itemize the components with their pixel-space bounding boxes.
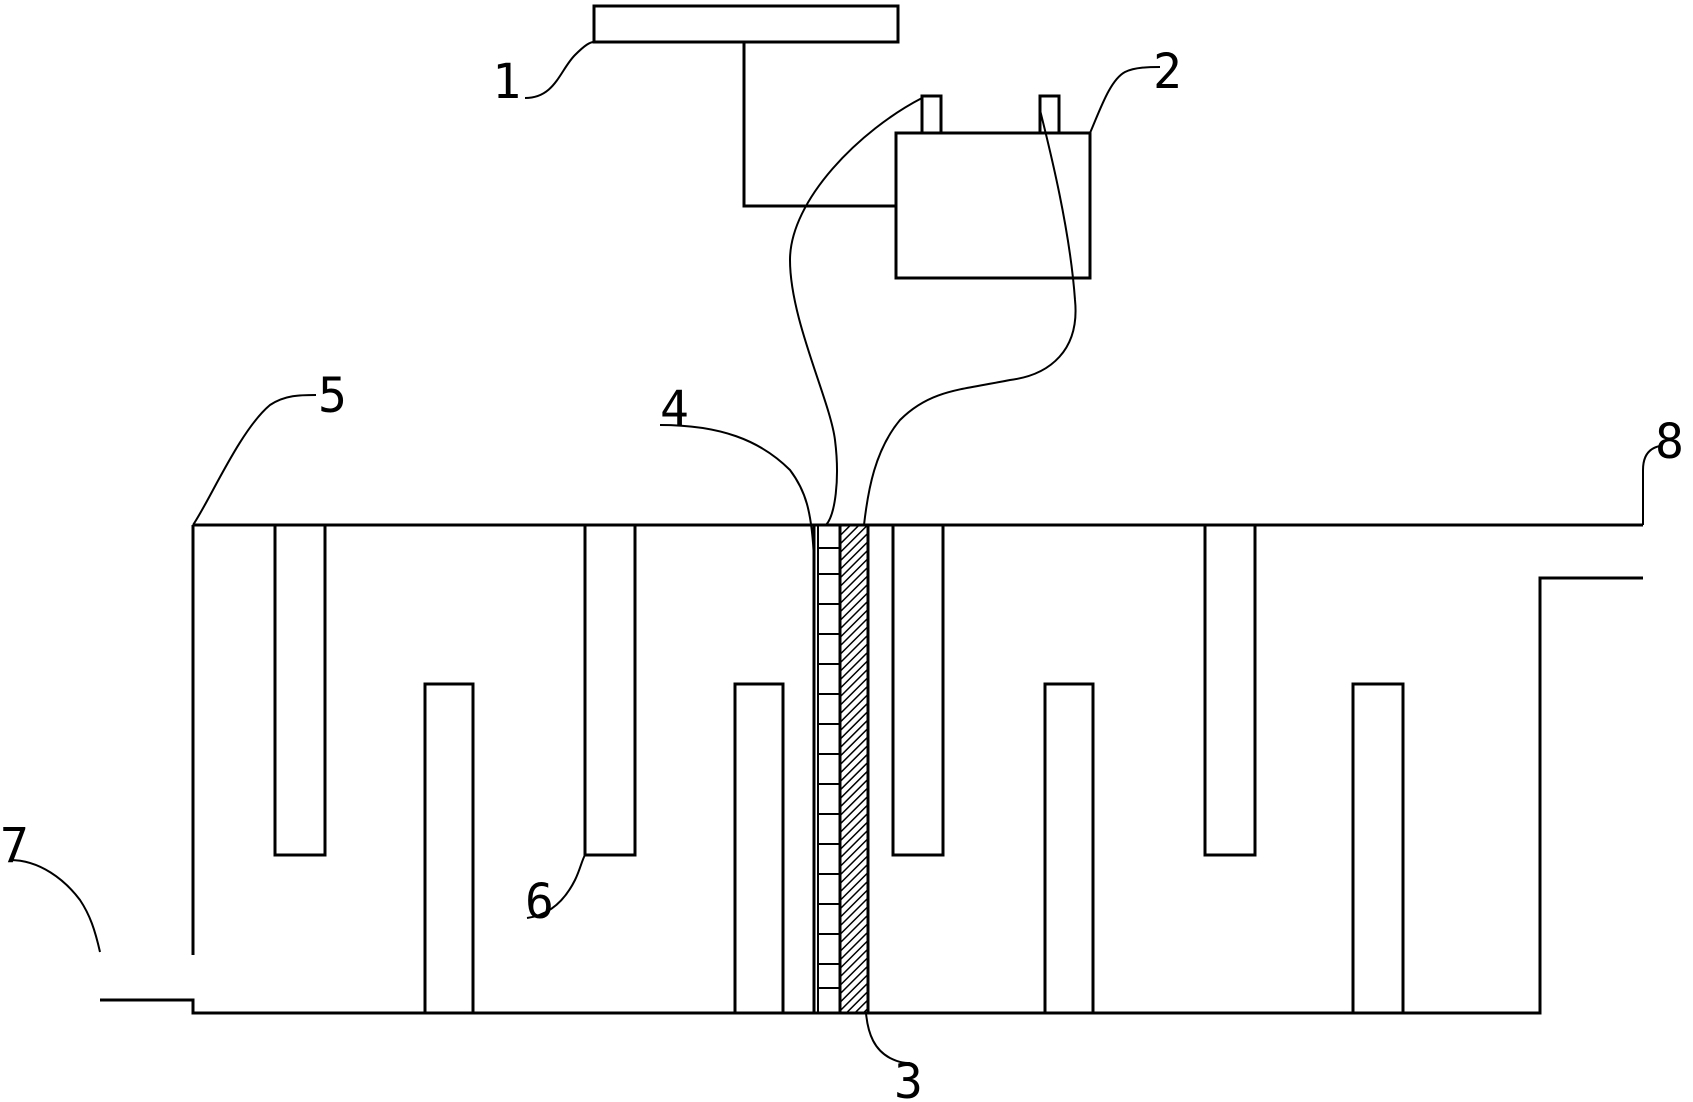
component-1-plate — [592, 4, 900, 208]
label-6: 6 — [525, 874, 554, 930]
component-4-segmented-strip — [812, 523, 842, 1015]
label-4: 4 — [660, 381, 689, 437]
component-2-box — [894, 94, 1092, 280]
vessel-outline — [100, 523, 1643, 1015]
label-2: 2 — [1153, 44, 1182, 100]
baffles-bottom — [423, 682, 1405, 1013]
label-8: 8 — [1655, 414, 1684, 470]
label-5: 5 — [318, 368, 347, 424]
leader-lines — [9, 41, 1661, 1064]
label-7: 7 — [0, 818, 29, 874]
baffles-top — [273, 525, 1257, 857]
label-3: 3 — [894, 1054, 923, 1102]
label-1: 1 — [492, 54, 521, 110]
wires — [788, 97, 1077, 526]
component-3-hatched-strip — [838, 523, 870, 1015]
